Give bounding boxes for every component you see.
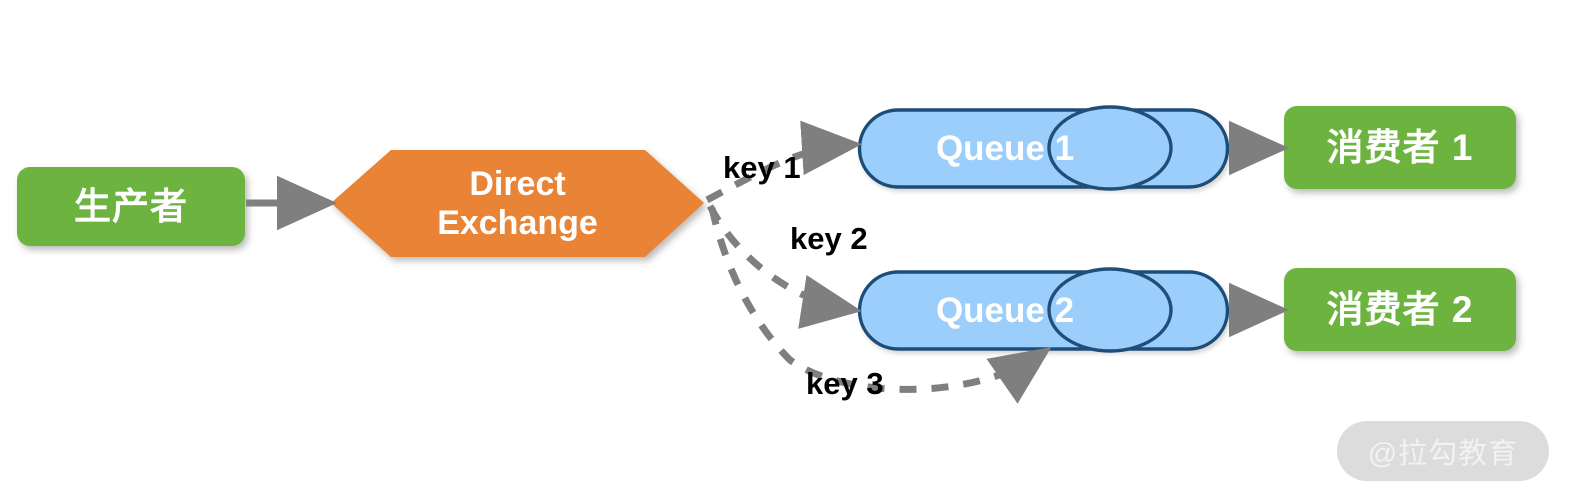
consumer2-shape: [1284, 268, 1516, 351]
edge-key2-dashed: [706, 204, 862, 329]
queue2-head-ellipse: [1047, 267, 1173, 353]
node-queue1[interactable]: [857, 105, 1230, 191]
node-queue2[interactable]: [857, 267, 1230, 353]
exchange-shape: [331, 150, 704, 257]
node-exchange[interactable]: [331, 150, 704, 257]
consumer1-shape: [1284, 106, 1516, 189]
node-producer[interactable]: [17, 167, 245, 246]
queue1-head-ellipse: [1047, 105, 1173, 191]
watermark: @拉勾教育: [1337, 421, 1549, 481]
edge-key1-dashed: [705, 120, 862, 204]
node-consumer2[interactable]: [1284, 268, 1516, 351]
edge-key3-dashed: [708, 207, 1052, 404]
node-consumer1[interactable]: [1284, 106, 1516, 189]
producer-shape: [17, 167, 245, 246]
